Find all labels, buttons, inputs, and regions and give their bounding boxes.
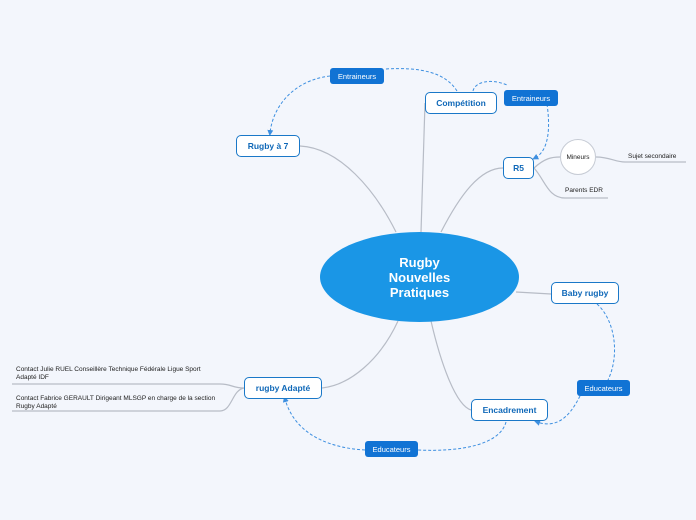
- relation-label-entraineurs-right[interactable]: Entraineurs: [504, 90, 558, 106]
- subtopic-contact-julie[interactable]: Contact Julie RUEL Conseillère Technique…: [16, 366, 201, 381]
- branch-parents: [533, 167, 608, 199]
- relation-label-educateurs-bottom[interactable]: Educateurs: [365, 441, 418, 457]
- branch-encadrement: [430, 320, 472, 411]
- relation-competition-r5: [472, 80, 549, 158]
- relation-encadrement-adapte: [285, 399, 507, 451]
- branch-sujet: [595, 156, 686, 163]
- subtopic-mineurs[interactable]: Mineurs: [560, 139, 596, 175]
- subtopic-parents-edr[interactable]: Parents EDR: [565, 187, 603, 194]
- relation-competition-rugby7: [270, 68, 458, 133]
- branch-r5: [440, 167, 504, 233]
- relation-label-educateurs-right[interactable]: Educateurs: [577, 380, 630, 396]
- branch-adapte: [321, 320, 399, 389]
- topic-baby-rugby[interactable]: Baby rugby: [551, 282, 619, 304]
- topic-rugby-adapte[interactable]: rugby Adapté: [244, 377, 322, 399]
- branch-contact1: [12, 383, 245, 389]
- subtopic-contact-fabrice[interactable]: Contact Fabrice GERAULT Dirigeant MLSGP …: [16, 395, 216, 410]
- topic-encadrement[interactable]: Encadrement: [471, 399, 548, 421]
- branch-competition: [420, 102, 426, 233]
- branch-rugby7: [299, 145, 397, 233]
- subtopic-sujet-secondaire[interactable]: Sujet secondaire: [628, 153, 677, 160]
- branch-contact2: [12, 387, 245, 412]
- relation-label-entraineurs-left[interactable]: Entraineurs: [330, 68, 384, 84]
- relation-baby-encadrement: [537, 303, 615, 424]
- topic-r5[interactable]: R5: [503, 157, 534, 179]
- branch-mineurs: [533, 156, 561, 169]
- central-topic[interactable]: Rugby Nouvelles Pratiques: [320, 232, 519, 322]
- branch-baby: [515, 291, 552, 295]
- topic-competition[interactable]: Compétition: [425, 92, 497, 114]
- topic-rugby7[interactable]: Rugby à 7: [236, 135, 300, 157]
